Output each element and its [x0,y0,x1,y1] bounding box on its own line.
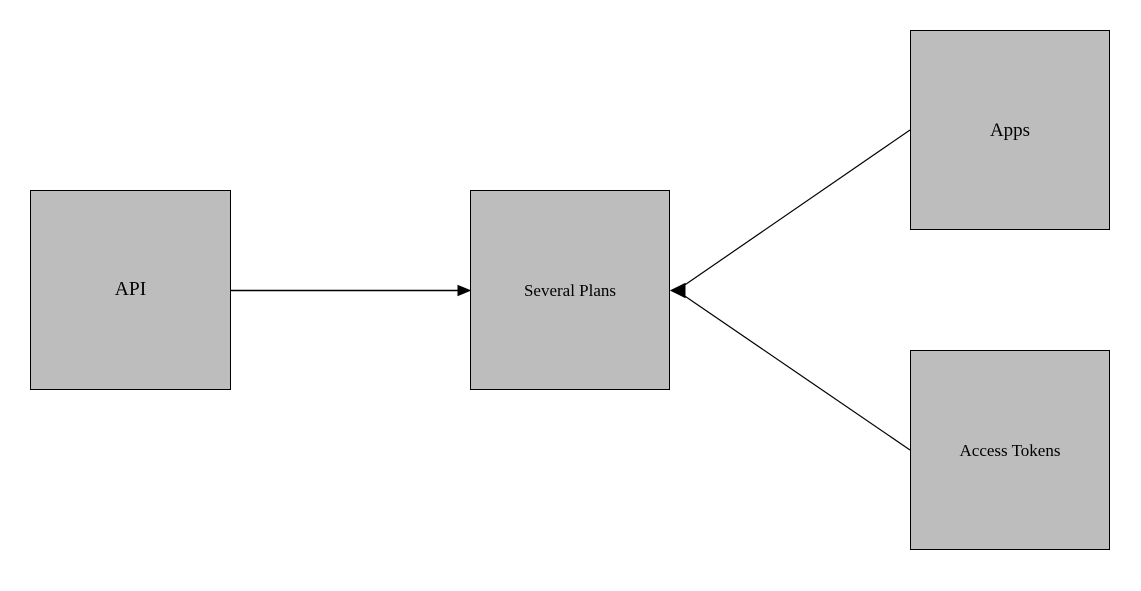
arrowhead-apps-to-several-plans [669,282,686,299]
node-several-plans[interactable]: Several Plans [470,190,670,390]
edge-line-access-tokens-to-several-plans [683,295,911,451]
node-api[interactable]: API [30,190,231,390]
node-access-tokens[interactable]: Access Tokens [910,350,1110,550]
node-apps-label: Apps [989,119,1031,141]
node-several-plans-label: Several Plans [523,280,617,300]
edge-apps-to-several-plans[interactable] [669,129,911,299]
arrowhead-api-to-several-plans [457,284,472,297]
edge-api-to-several-plans[interactable] [231,284,472,297]
edge-access-tokens-to-several-plans[interactable] [683,295,911,451]
node-apps[interactable]: Apps [910,30,1110,230]
node-access-tokens-label: Access Tokens [959,440,1061,460]
node-api-label: API [114,279,147,301]
edge-line-apps-to-several-plans [683,129,911,286]
